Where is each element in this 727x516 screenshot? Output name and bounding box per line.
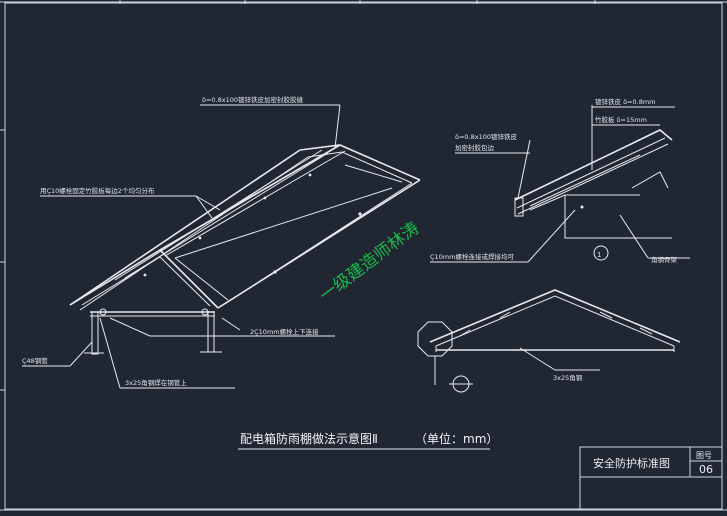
label-detail-edge-1: δ=0.8x100镀锌铁皮 [455, 132, 518, 141]
canopy-gable-far [299, 144, 421, 181]
detail-number: 1 [597, 251, 601, 259]
label-bolt-updown: 2Ç10mm螺栓上下连接 [250, 327, 319, 336]
section-hatch [459, 329, 471, 337]
detail-panel-line [516, 137, 666, 209]
canopy-eave-right-inner [225, 182, 413, 304]
canopy-gable-near [69, 248, 219, 309]
section-hatch [499, 311, 511, 319]
bolt-head [201, 308, 209, 316]
leader-top-sheet [334, 104, 341, 149]
detail-bolt [580, 205, 584, 209]
leader-bolt-fix [195, 195, 213, 219]
label-detail-frame: 角钢骨架 [651, 255, 678, 264]
bolt-dot [143, 273, 147, 277]
leader-bolt-updown [221, 317, 241, 331]
steel-pipe-right [207, 311, 215, 353]
canopy-eave-left [69, 149, 301, 306]
section-hatch [639, 327, 653, 335]
leader-detail-frame [619, 214, 649, 259]
leader-steel-pipe [69, 341, 93, 367]
section-roof [429, 289, 681, 343]
detail-frame [564, 195, 672, 239]
section-view [417, 289, 681, 393]
leader-detail-bolt [527, 209, 576, 263]
label-bolt-fix: 用Ç10螺栓固定竹胶板每边2个均匀分布 [40, 186, 155, 195]
detail-panel-line [517, 143, 669, 215]
section-pipe-octagon [417, 321, 453, 357]
detail-angle [631, 171, 669, 189]
bolt-dot [273, 270, 277, 274]
detail-sheet-edge [514, 129, 673, 201]
label-top-sheet: δ=0.8x100镀锌铁皮加密封胶胶缝 [202, 95, 304, 104]
leader-bolt-fix [195, 195, 221, 211]
detail-hatch [529, 194, 566, 211]
canopy-ridge-inner [164, 150, 346, 257]
bolt-dot [198, 236, 202, 240]
bolt-dot [358, 212, 362, 216]
bolt-dot [308, 173, 312, 177]
drawing-title: 配电箱防雨棚做法示意图Ⅱ [240, 431, 378, 446]
main-leaders [22, 104, 341, 389]
bolt-head [99, 308, 107, 316]
leader-angle-weld [99, 317, 121, 389]
label-section-angle: 3x25角钢 [553, 373, 583, 382]
label-detail-bolt: Ç10mm螺栓连接或焊接均可 [430, 252, 514, 261]
canopy-gable-far-inner [307, 151, 413, 184]
canopy-strip-line [114, 149, 323, 281]
title-block-no: 06 [699, 463, 713, 476]
canopy-strip-line [124, 152, 329, 279]
leader-section-angle [519, 347, 556, 371]
label-steel-pipe: Ç48钢管 [22, 356, 48, 365]
watermark-text: 一级建造师林涛 [316, 218, 423, 306]
detail-1: 1 [430, 105, 690, 263]
section-roof-inner [435, 295, 675, 347]
label-detail-edge-2: 加密封胶包边 [455, 143, 495, 152]
title-block-frame [579, 446, 723, 510]
leader-bolt-updown [109, 317, 151, 337]
bolt-dot [263, 196, 267, 200]
drawing-border [4, 2, 723, 510]
canopy-frame-line [344, 164, 403, 183]
label-detail-sheet: 镀锌铁皮 δ=0.8mm [595, 97, 656, 106]
detail-number-circle [593, 245, 609, 261]
canopy-frame-line [174, 257, 229, 301]
section-hatch [599, 311, 613, 319]
drawing-unit: （单位：mm） [415, 431, 498, 446]
label-detail-bamboo: 竹胶板 δ=15mm [595, 115, 647, 124]
detail-edge-wrap [514, 197, 524, 217]
leader-detail-edge [517, 139, 531, 199]
canopy-isometric [69, 144, 421, 355]
label-angle-weld: 3x25角钢焊在钢管上 [125, 378, 187, 387]
title-block-no-label: 图号 [696, 451, 712, 460]
title-block-name: 安全防护标准图 [593, 456, 670, 470]
steel-pipe-left [91, 311, 99, 355]
title-block [579, 446, 723, 510]
canopy-frame-line [174, 187, 393, 259]
detail-hatch [529, 154, 641, 207]
